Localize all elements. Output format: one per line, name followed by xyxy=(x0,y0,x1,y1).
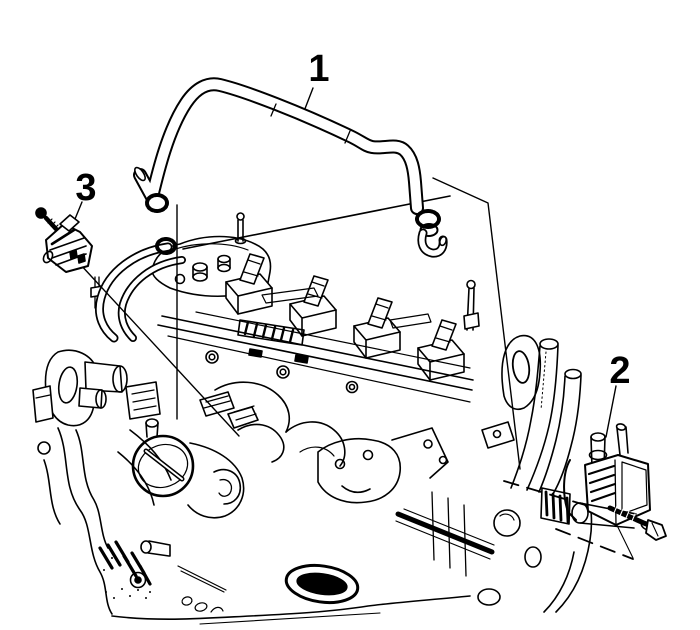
pcv-hose-illustration xyxy=(133,77,448,258)
heater-pipes xyxy=(510,338,582,495)
left-heater-tubes xyxy=(95,237,186,343)
leader-callout-2 xyxy=(605,385,617,438)
lower-left-bracket xyxy=(37,427,152,615)
right-small-bracket xyxy=(481,421,515,449)
leader-hose-right-end xyxy=(432,177,521,470)
oil-port-opening xyxy=(284,563,360,605)
intake-runners xyxy=(214,381,346,467)
engine-illustration xyxy=(32,195,593,625)
engine-mount-boss xyxy=(317,427,449,504)
lifting-eye-bracket xyxy=(501,334,542,411)
harness-connectors xyxy=(117,391,259,506)
purge-solenoid-illustration xyxy=(563,423,667,541)
leader-lines xyxy=(67,87,634,560)
egr-valve-cluster xyxy=(32,349,161,427)
callout-1-label: 1 xyxy=(308,48,330,90)
solenoid-position-dashed-lines xyxy=(503,480,634,560)
sensor-screw xyxy=(35,207,60,233)
solenoid-bolt xyxy=(607,505,667,541)
leader-sensor-mount xyxy=(78,262,240,437)
callout-3-label: 3 xyxy=(75,167,97,209)
solenoid-nipple xyxy=(615,423,629,456)
breather-caps xyxy=(174,254,231,285)
block-lower xyxy=(111,487,593,625)
map-sensor-illustration xyxy=(35,207,93,273)
hose-elbow-fitting xyxy=(415,209,448,258)
ignition-coils xyxy=(225,253,465,381)
callout-2-label: 2 xyxy=(609,350,631,392)
cover-studs xyxy=(90,212,480,331)
head-rails xyxy=(157,311,474,403)
throttle-body xyxy=(129,434,245,613)
